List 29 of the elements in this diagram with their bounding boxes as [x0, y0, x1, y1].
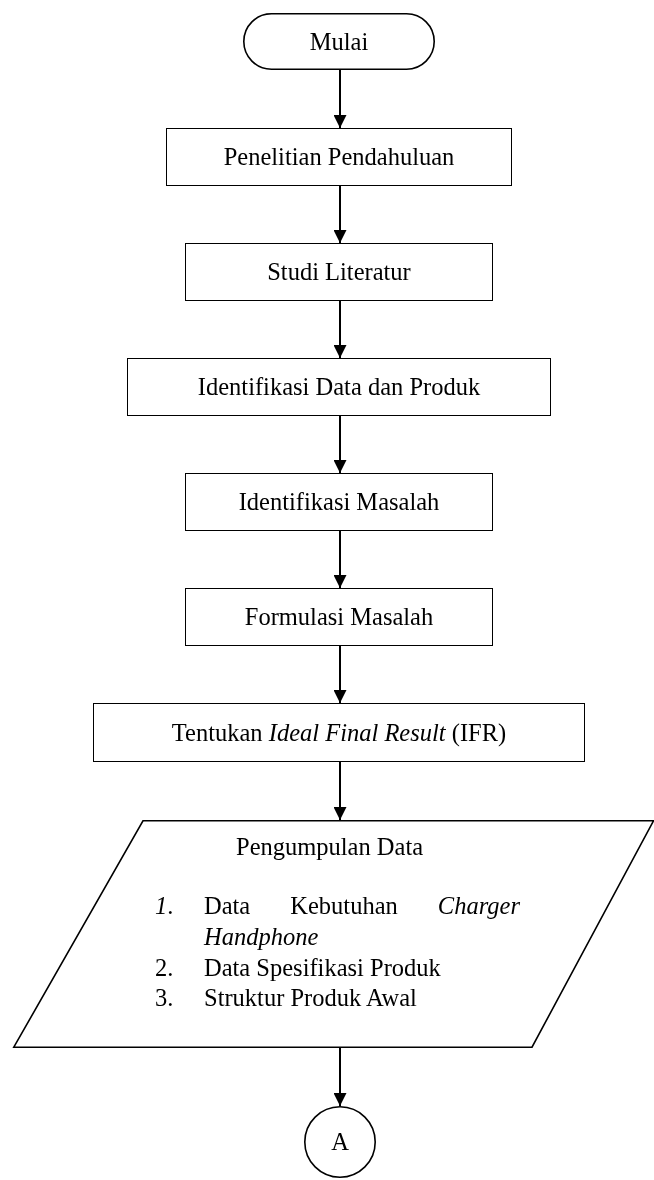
process-box: [185, 243, 493, 301]
process-box: [185, 473, 493, 531]
node-label: Identifikasi Data dan Produk: [197, 373, 481, 401]
node-label: Penelitian Pendahuluan: [223, 143, 455, 171]
list-item: 3. Struktur Produk Awal: [155, 983, 418, 1014]
node-label: Mulai: [309, 27, 369, 56]
node-label: Studi Literatur: [267, 258, 411, 286]
arrow: [333, 69, 347, 129]
node-label: Formulasi Masalah: [244, 603, 434, 631]
arrow: [333, 300, 347, 359]
node-label: Tentukan Ideal Final Result (IFR): [171, 718, 507, 747]
terminator-shape: [243, 13, 435, 70]
node-label: A: [331, 1128, 349, 1156]
list-item: 2. Data Spesifikasi Produk: [155, 952, 442, 983]
arrow: [333, 761, 347, 821]
heading-text: Pengumpulan Data: [236, 832, 424, 862]
arrow: [333, 1047, 347, 1107]
process-box: [93, 703, 585, 762]
arrow: [333, 645, 347, 704]
arrow: [333, 530, 347, 589]
process-box: [185, 588, 493, 646]
arrow: [333, 415, 347, 474]
list-item: 1. Data Kebutuhan Charger Handphone: [155, 891, 520, 952]
data-parallelogram: [13, 820, 654, 1048]
connector-circle: [304, 1106, 376, 1178]
process-box: [127, 358, 551, 416]
node-label: Identifikasi Masalah: [238, 488, 440, 516]
arrow: [333, 185, 347, 244]
process-box: [166, 128, 512, 186]
